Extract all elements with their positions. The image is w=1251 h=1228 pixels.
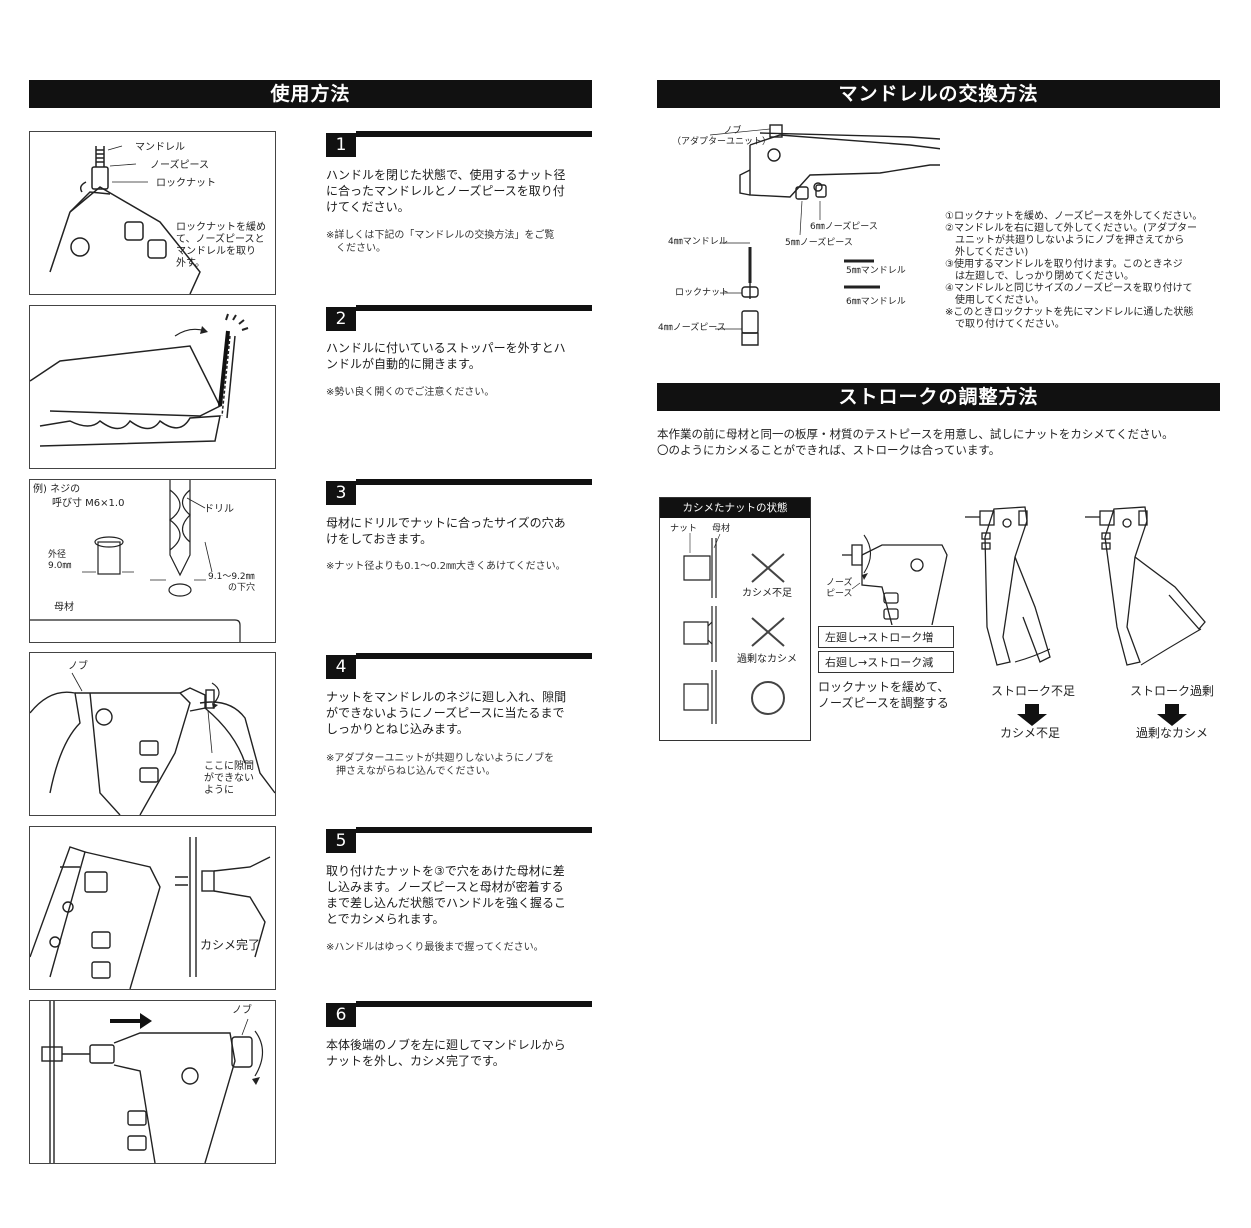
state-box-title: カシメたナットの状態 (660, 498, 810, 518)
step5-number: 5 (326, 829, 356, 853)
stroke-header: ストロークの調整方法 (657, 383, 1220, 411)
label-base: 母材 (712, 524, 731, 534)
mandrel-exchange-drawing (709, 124, 940, 346)
step1-illustration: マンドレル ノーズピース ロックナット ロックナットを緩め て、ノーズピースと … (29, 131, 276, 295)
step5-illustration: カシメ完了 (29, 826, 276, 990)
step2-handle-drawing (30, 313, 249, 447)
label-mandrel6: 6㎜マンドレル (846, 297, 906, 307)
label-no-gap: ここに隙間 ができない ように (204, 761, 254, 796)
step5-crimp-drawing (30, 837, 271, 989)
down-arrow-over (1157, 704, 1187, 726)
step1-text: ハンドルを閉じた状態で、使用するナット径 に合ったマンドレルとノーズピースを取り… (326, 168, 566, 214)
step3-illustration: 例) ネジの 呼び寸 M6×1.0 ドリル 外径 9.0㎜ 9.1～9.2㎜ の… (29, 479, 276, 643)
step2-note: ※勢い良く開くのでご注意ください。 (326, 387, 495, 398)
label-right-turn: 右廻し→ストローク減 (818, 651, 954, 673)
step4-text: ナットをマンドレルのネジに廻し入れ、隙間 ができないようにノーズピースに当たるま… (326, 690, 567, 736)
step2-illustration (29, 305, 276, 469)
step4-note: ※アダプターユニットが共廻りしないようにノブを 押さえながらねじ込んでください。 (326, 753, 555, 777)
step1-caption: ロックナットを緩め て、ノーズピースと マンドレルを取り 外す。 (176, 222, 266, 269)
step3-text: 母材にドリルでナットに合ったサイズの穴あ けをしておきます。 (326, 516, 566, 546)
label-locknut: ロックナット (156, 178, 216, 189)
label-outer-diameter: 外径 9.0㎜ (48, 550, 72, 571)
label-nosepiece: ノーズピース (150, 160, 209, 171)
label-example-1: 例) ネジの (33, 484, 81, 495)
step6-text: 本体後端のノブを左に廻してマンドレルから ナットを外し、カシメ完了です。 (326, 1038, 566, 1068)
state-over-crimp: 過剰なカシメ (737, 654, 797, 665)
label-nose6: 6㎜ノーズピース (810, 222, 878, 232)
step6-number: 6 (326, 1003, 356, 1027)
step5-note: ※ハンドルはゆっくり最後まで握ってください。 (326, 942, 544, 953)
label-example-2: 呼び寸 M6×1.0 (52, 498, 125, 509)
label-mandrel4: 4㎜マンドレル (668, 237, 728, 247)
label-result-over: 過剰なカシメ (1136, 726, 1209, 740)
label-pilot-hole: 9.1～9.2㎜ の下穴 (208, 572, 256, 593)
label-knob: ノブ (68, 661, 88, 672)
step1-note: ※詳しくは下記の「マンドレルの交換方法」をご覧 ください。 (326, 230, 555, 254)
label-adjust-instruction: ロックナットを緩めて、 ノーズピースを調整する (818, 680, 950, 710)
step6-illustration: ノブ (29, 1000, 276, 1164)
step1-number: 1 (326, 133, 356, 157)
stroke-tools-drawing (965, 506, 1206, 666)
mandrel-header: マンドレルの交換方法 (657, 80, 1220, 108)
step6-rule (356, 1001, 592, 1007)
step2-text: ハンドルに付いているストッパーを外すとハ ンドルが自動的に開きます。 (326, 341, 566, 371)
mandrel-instructions: ①ロックナットを緩め、ノーズピースを外してください。 ②マンドレルを右に廻して外… (945, 211, 1203, 330)
label-crimp-done: カシメ完了 (200, 938, 261, 952)
step1-tool-drawing (49, 145, 201, 294)
crimp-state-box: カシメたナットの状態 ナット 母材 カシメ不足 過剰なカシメ (659, 497, 811, 741)
label-nut: ナット (670, 524, 698, 534)
crimp-state-drawing (683, 533, 785, 724)
step6-remove-drawing (41, 1001, 264, 1163)
label-mandrel5: 5㎜マンドレル (846, 266, 906, 276)
stroke-intro: 本作業の前に母材と同一の板厚・材質のテストピースを用意し、試しにナットをカシメて… (657, 427, 1174, 457)
step1-rule (356, 131, 592, 137)
step4-hands-drawing (30, 672, 275, 815)
label-result-short: カシメ不足 (1000, 726, 1061, 740)
label-nose5: 5㎜ノーズピース (785, 238, 853, 248)
step4-illustration: ノブ ここに隙間 ができない ように (29, 652, 276, 816)
label-locknut-exchange: ロックナット (675, 288, 730, 298)
down-arrow-short (1017, 704, 1047, 726)
step3-note: ※ナット径よりも0.1～0.2㎜大きくあけてください。 (326, 561, 566, 572)
label-nose4: 4㎜ノーズピース (658, 323, 726, 333)
state-under-crimp: カシメ不足 (742, 588, 792, 599)
label-drill: ドリル (204, 504, 234, 515)
step2-rule (356, 305, 592, 311)
step3-number: 3 (326, 481, 356, 505)
step4-rule (356, 653, 592, 659)
label-mandrel: マンドレル (135, 142, 185, 153)
label-nose-piece-stroke: ノーズ ピース (826, 578, 853, 599)
step5-rule (356, 827, 592, 833)
label-base-material: 母材 (54, 602, 74, 613)
step5-text: 取り付けたナットを③で穴をあけた母材に差 し込みます。ノーズピースと母材が密着す… (326, 864, 567, 926)
label-mandrel-knob: ノブ （アダプターユニット） (672, 126, 772, 147)
step3-drill-drawing (30, 480, 241, 642)
stroke-adjust-drawing (842, 534, 948, 625)
step2-number: 2 (326, 307, 356, 331)
step4-number: 4 (326, 655, 356, 679)
step3-rule (356, 479, 592, 485)
usage-header: 使用方法 (29, 80, 592, 108)
label-knob-step6: ノブ (232, 1005, 252, 1016)
label-stroke-short: ストローク不足 (991, 684, 1076, 698)
label-stroke-over: ストローク過剰 (1130, 684, 1215, 698)
label-left-turn: 左廻し→ストローク増 (818, 626, 954, 648)
